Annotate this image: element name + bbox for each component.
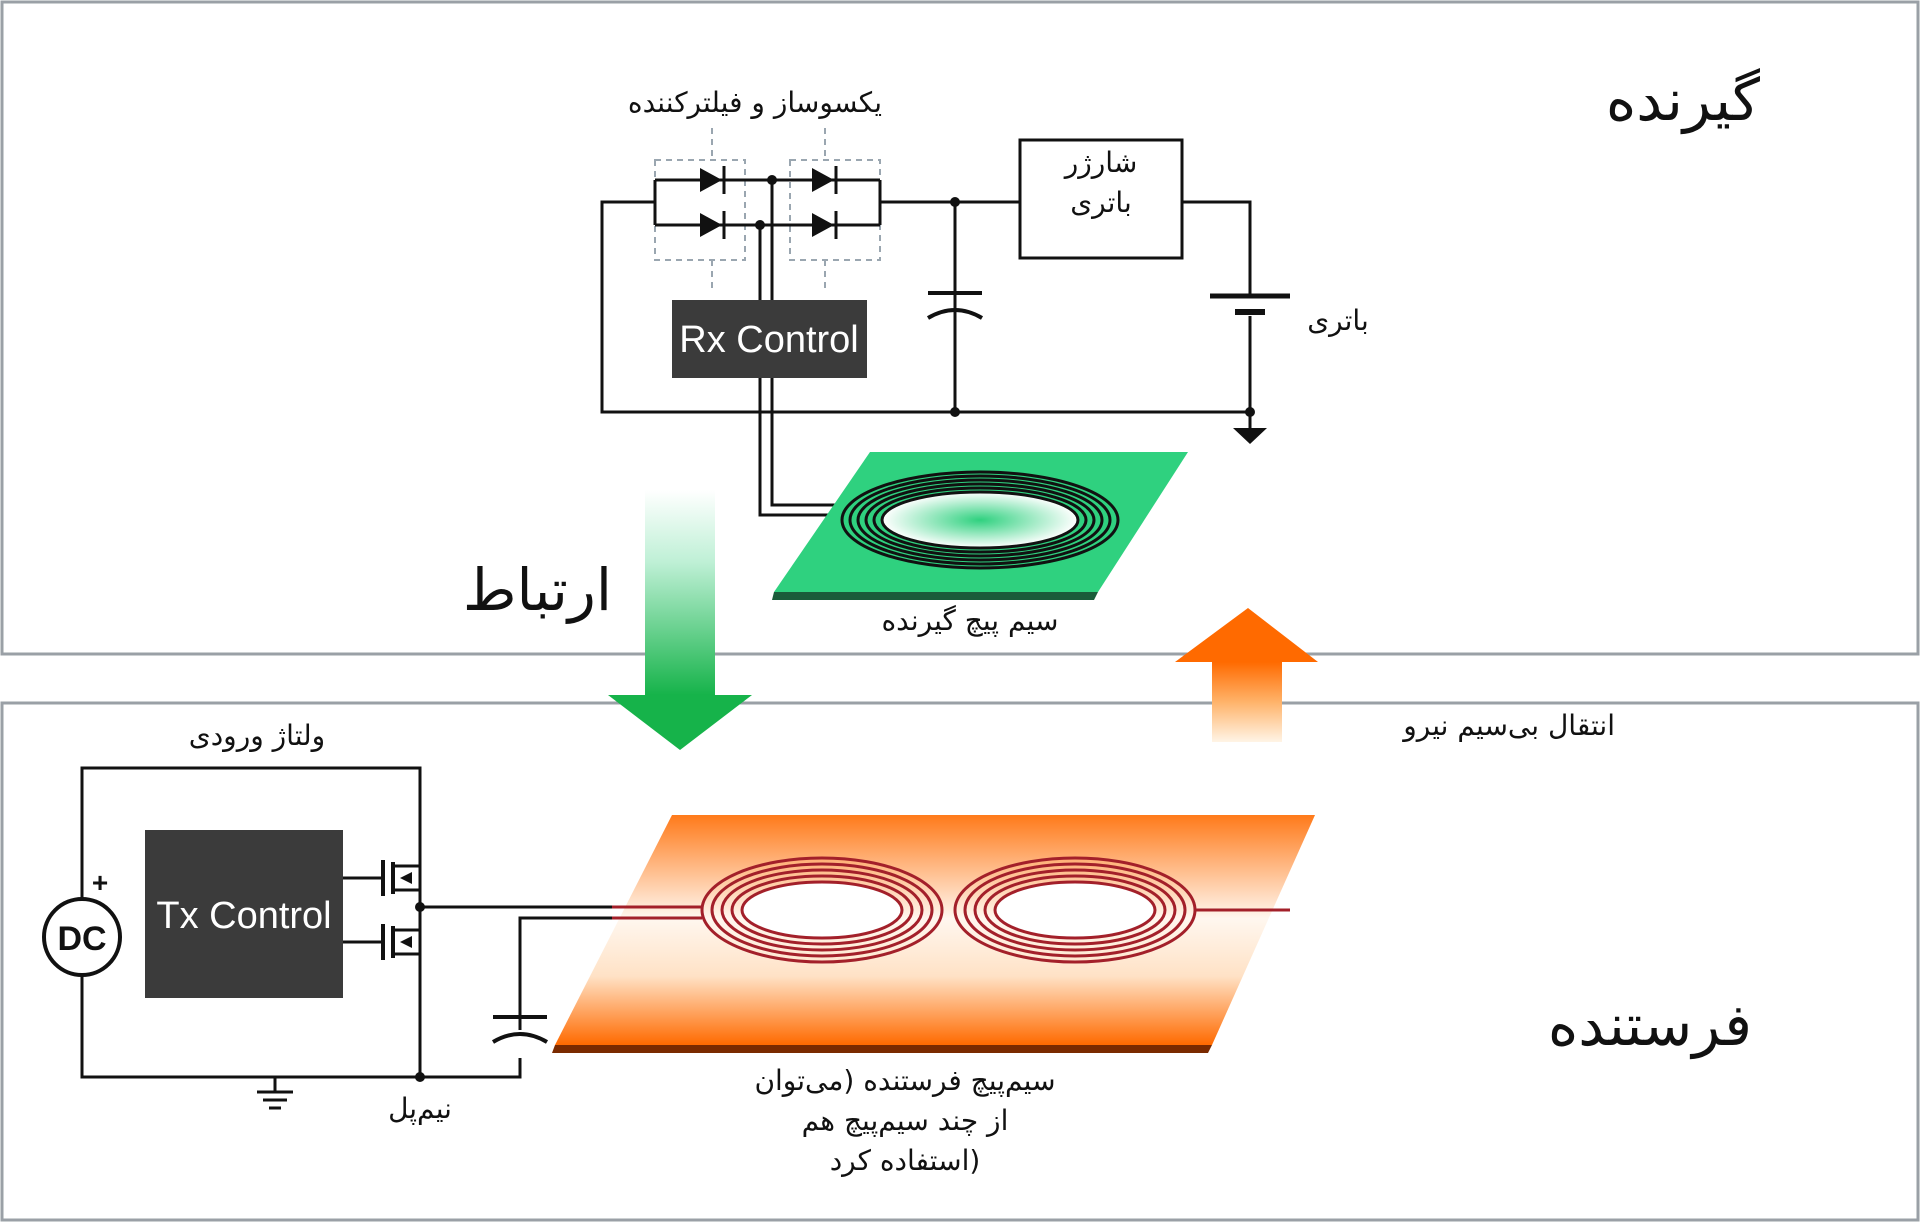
mosfet-low-icon	[381, 924, 420, 960]
rectifier-bridge	[653, 128, 882, 292]
tx-control-label: Tx Control	[156, 895, 331, 937]
transmitter-capacitor-icon	[491, 1015, 549, 1044]
ground-icon	[1233, 428, 1267, 444]
dc-plus-label: +	[92, 867, 108, 898]
mosfet-high-icon	[381, 848, 422, 935]
rectifier-label: یکسوساز و فیلترکننده	[628, 86, 882, 119]
dc-source-icon	[42, 897, 122, 977]
communication-label: ارتباط	[463, 556, 612, 624]
input-voltage-label: ولتاژ ورودی	[189, 719, 325, 752]
battery-label: باتری	[1307, 304, 1368, 337]
charger-label-line2: باتری	[1070, 186, 1131, 219]
diode-icon	[812, 168, 834, 192]
diode-icon	[700, 213, 722, 237]
receiver-title: گیرنده	[1606, 66, 1760, 135]
transmitter-coil-label-line2: از چند سیم‌پیچ هم	[802, 1104, 1009, 1137]
transmitter-title: فرستنده	[1548, 991, 1752, 1060]
dc-source-label: DC	[57, 920, 106, 958]
communication-arrow-icon	[608, 490, 752, 750]
receiver-coil-pad	[772, 452, 1188, 600]
transmitter-coil-pad	[552, 815, 1315, 1053]
rx-control-box	[672, 300, 867, 378]
half-bridge-label: نیم‌پل	[388, 1092, 452, 1125]
battery-icon	[1210, 293, 1290, 315]
transmitter-wiring	[80, 766, 612, 1092]
tx-control-box	[145, 830, 343, 998]
transmitter-coil-label-line1: سیم‌پیچ فرستنده (می‌توان	[754, 1064, 1055, 1097]
power-transfer-label: انتقال بی‌سیم نیرو	[1401, 709, 1615, 742]
transmitter-coil-label-line3: استفاده کرد)	[830, 1144, 981, 1177]
rx-control-label: Rx Control	[679, 319, 859, 361]
diode-icon	[700, 168, 722, 192]
charger-label-line1: شارژر	[1063, 146, 1138, 179]
power-transfer-arrow-icon	[1175, 608, 1318, 742]
receiver-coil-label: سیم پیچ گیرنده	[881, 604, 1058, 637]
battery-charger-box	[1018, 138, 1184, 260]
transmitter-ground-icon	[257, 1090, 293, 1110]
receiver-capacitor-icon	[926, 291, 984, 320]
diode-icon	[812, 213, 834, 237]
